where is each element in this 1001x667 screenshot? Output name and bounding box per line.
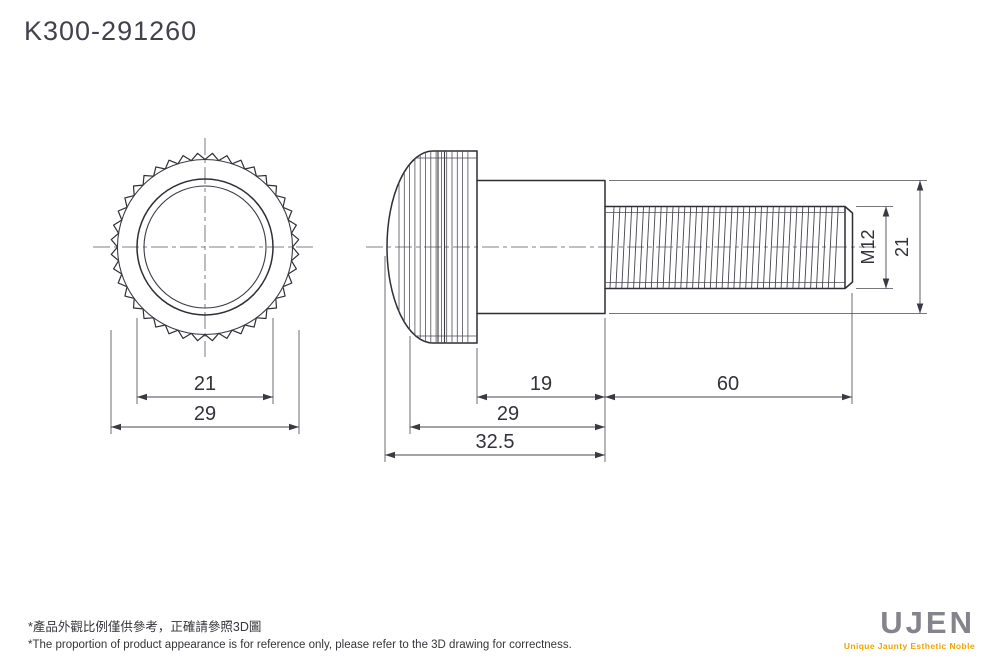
disclaimer-notes: *產品外觀比例僅供參考，正確請參照3D圖 *The proportion of …	[28, 616, 572, 651]
dim-thread-spec: M12	[858, 229, 878, 264]
dim-thread-length: 60	[717, 373, 739, 395]
knob-head-outline	[386, 150, 478, 344]
dimensions: 21 29 19 60 29 32.5 M12 21	[110, 180, 927, 462]
thread-crest-lines	[609, 206, 839, 289]
dim-collar-diameter: 21	[892, 237, 912, 257]
knurl-root-circle	[116, 158, 294, 336]
logo-tagline: Unique Jaunty Esthetic Noble	[843, 641, 975, 651]
brand-logo: UJEN Unique Jaunty Esthetic Noble	[844, 607, 975, 651]
dim-front-outer: 29	[194, 403, 216, 425]
logo-wordmark: UJEN	[880, 605, 975, 640]
note-english: *The proportion of product appearance is…	[28, 639, 572, 651]
note-chinese: *產品外觀比例僅供參考，正確請參照3D圖	[28, 620, 262, 634]
knurl-lines	[398, 151, 469, 343]
dim-front-inner: 21	[194, 373, 216, 395]
dim-total-length: 32.5	[476, 431, 515, 453]
side-view	[366, 150, 876, 344]
part-number: K300-291260	[24, 16, 198, 46]
dim-body-length: 29	[497, 403, 519, 425]
thread-outline	[604, 205, 854, 290]
dim-collar-length: 19	[530, 373, 552, 395]
front-view	[93, 138, 317, 357]
collar-outline	[476, 179, 606, 315]
boss-circle	[136, 178, 274, 316]
chamfer-circle	[143, 185, 267, 309]
